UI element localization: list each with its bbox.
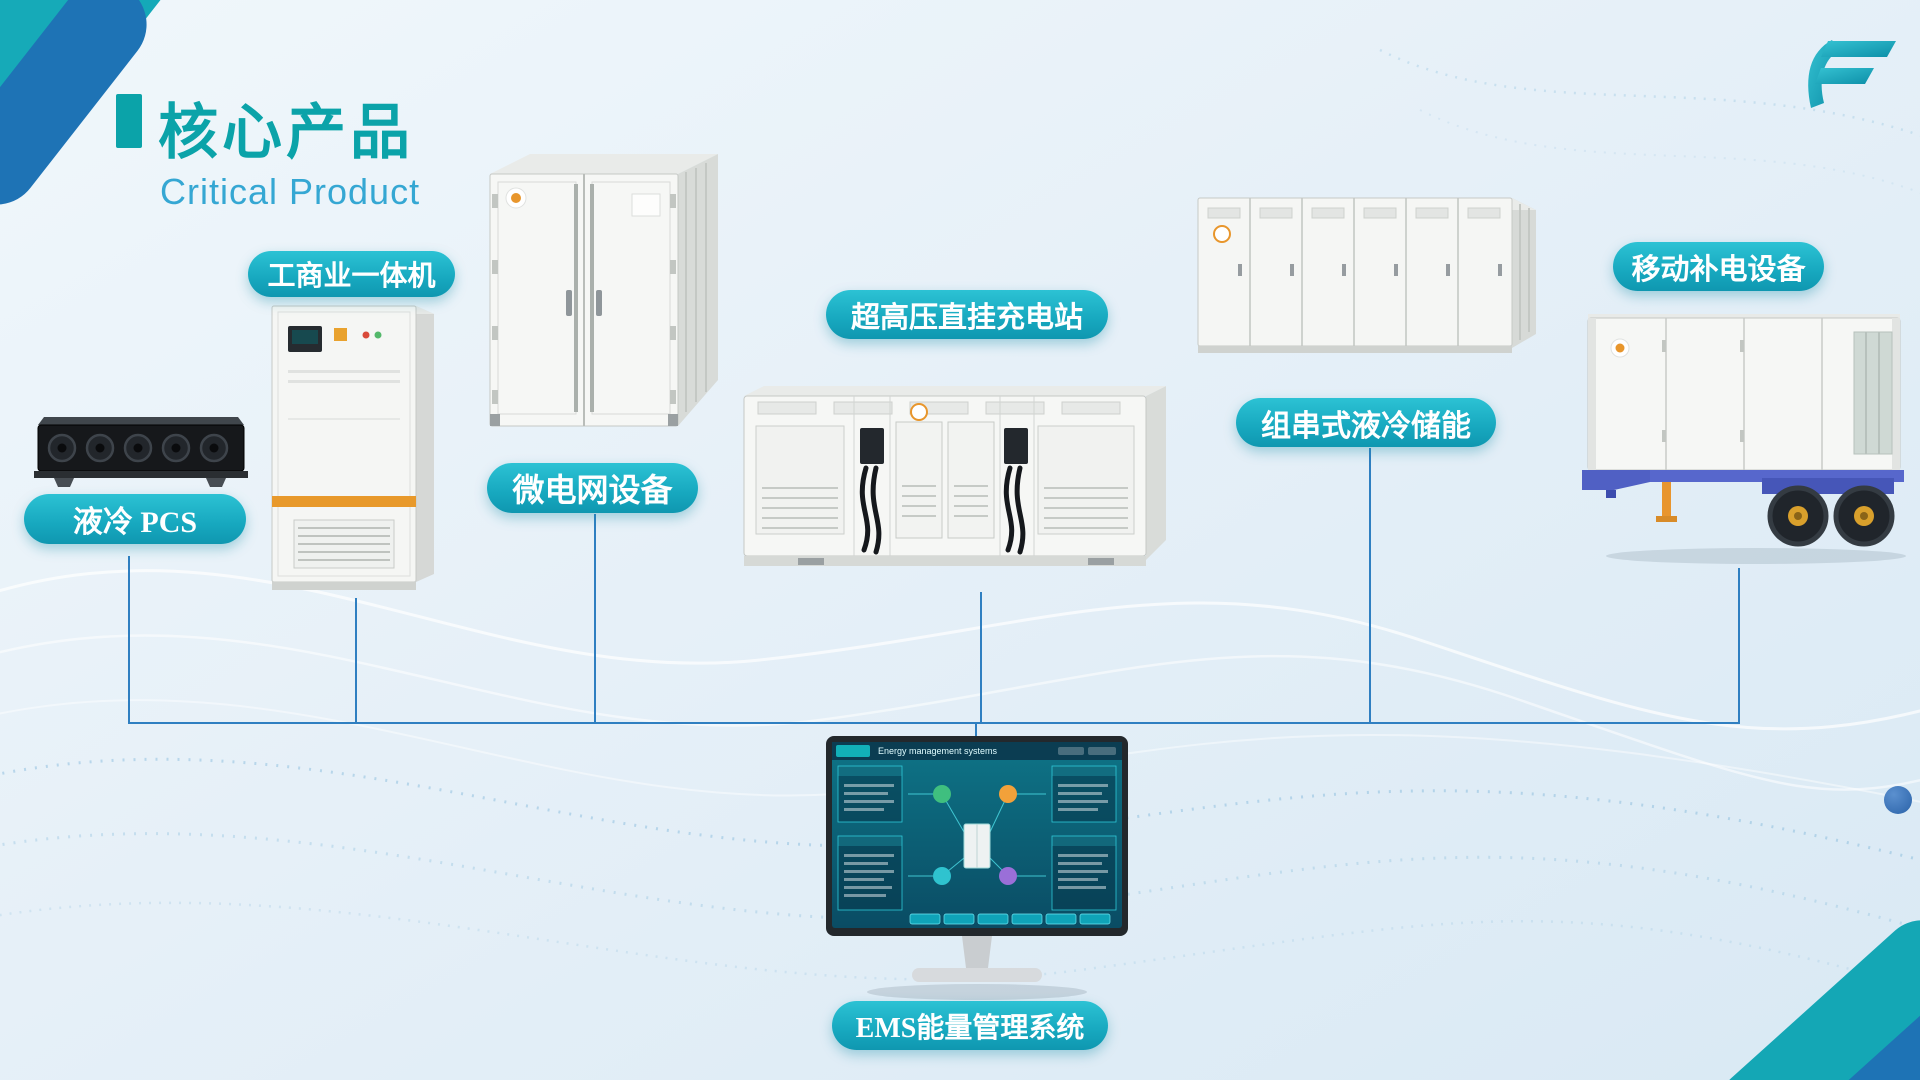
product-label-uhv-charging-station: 超高压直挂充电站 — [826, 290, 1108, 339]
ems-screen-title: Energy management systems — [878, 746, 998, 756]
device-uhv-charging-station — [738, 368, 1174, 590]
title-accent-bar — [116, 94, 142, 148]
connector-vertical-storage — [1369, 448, 1371, 722]
product-label-liquid-cooled-pcs: 液冷 PCS — [24, 494, 246, 544]
device-commercial-all-in-one — [264, 298, 444, 596]
connector-vertical-monitor — [975, 722, 977, 742]
corner-decoration-top-left — [0, 0, 260, 240]
product-label-ems-system: EMS能量管理系统 — [832, 1001, 1108, 1050]
product-label-mobile-power-supply: 移动补电设备 — [1613, 242, 1824, 291]
device-liquid-cooled-pcs — [28, 405, 252, 493]
device-ems-monitor: Energy management systems — [812, 736, 1142, 1004]
connector-vertical-pcs — [128, 556, 130, 722]
corner-decoration-bottom-right — [1600, 820, 1920, 1080]
product-label-microgrid-equipment: 微电网设备 — [487, 463, 698, 513]
device-microgrid-container — [482, 150, 730, 446]
product-label-commercial-all-in-one: 工商业一体机 — [248, 251, 455, 297]
page-subtitle: Critical Product — [160, 171, 421, 212]
connector-vertical-trailer — [1738, 568, 1740, 722]
blue-dot-decoration — [1884, 786, 1912, 814]
connector-vertical-charging — [980, 592, 982, 722]
connector-vertical-microgrid — [594, 514, 596, 722]
connector-horizontal — [128, 722, 1740, 724]
page-title: 核心产品 — [158, 99, 414, 166]
product-label-string-liquid-storage: 组串式液冷储能 — [1236, 398, 1496, 447]
page-title-group: 核心产品 Critical Product — [116, 84, 420, 213]
device-string-liquid-storage — [1192, 182, 1544, 362]
brand-logo — [1796, 34, 1900, 114]
device-mobile-power-trailer — [1566, 310, 1918, 566]
connector-vertical-cabinet — [355, 598, 357, 722]
